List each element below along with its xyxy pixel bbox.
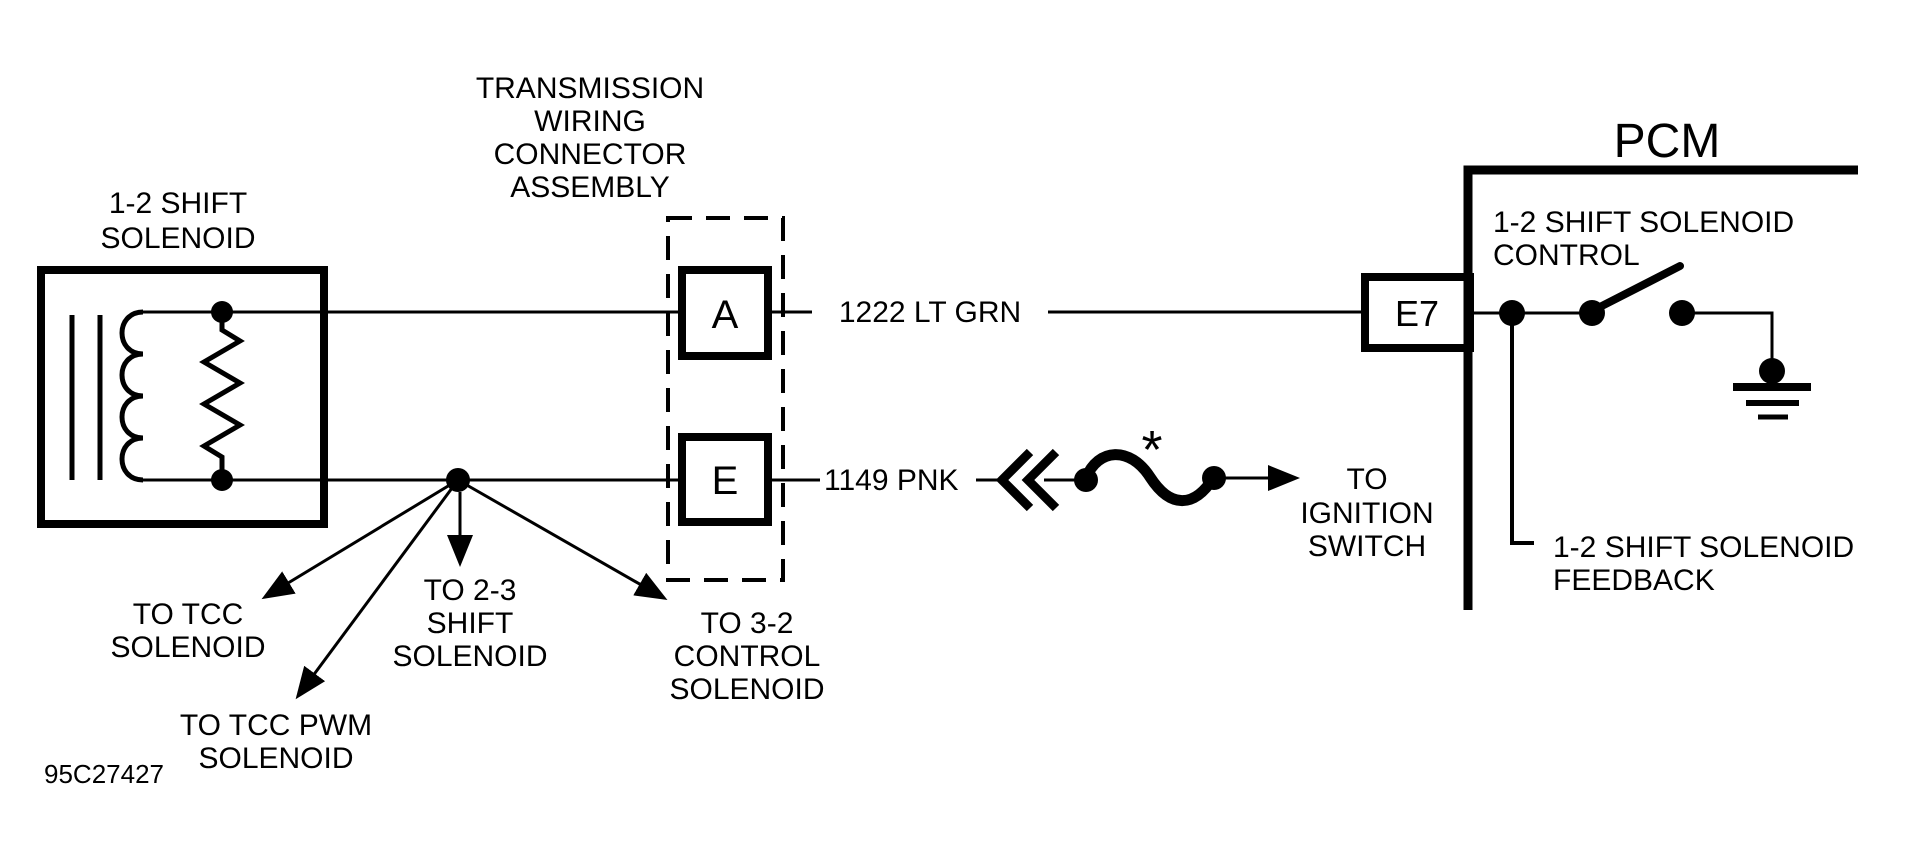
chevron-left-icon: [995, 448, 1034, 512]
solenoid-label-line1: 1-2 SHIFT: [109, 187, 247, 220]
terminal-a-label: A: [712, 293, 739, 337]
ignition-label-line2: IGNITION: [1300, 497, 1433, 530]
control32-label-line2: CONTROL: [674, 640, 821, 673]
solenoid-outline: [37, 266, 328, 528]
control32-label-line3: SOLENOID: [669, 673, 824, 706]
solenoid-label-line2: SOLENOID: [100, 222, 255, 255]
fusible-link-curve: [1080, 449, 1220, 507]
wire-break-chevron-icon: [995, 448, 1060, 512]
control-label-line1: 1-2 SHIFT SOLENOID: [1493, 206, 1794, 239]
switch-pivot-dot: [1579, 300, 1605, 326]
figure-number: 95C27427: [44, 759, 164, 789]
pcm-internal-wire: [1682, 311, 1774, 371]
solenoid-coil: [119, 309, 144, 483]
pcm-module: PCM E7 1-2 SHIFT SOLENOID CONTROL 1-2 SH…: [1361, 115, 1858, 610]
connector-label-line1: TRANSMISSION: [476, 72, 704, 105]
tcc-label-line1: TO TCC: [133, 598, 244, 631]
shift23-label-line3: SOLENOID: [392, 640, 547, 673]
connector-label-line3: CONNECTOR: [494, 138, 687, 171]
wire-1222-label: 1222 LT GRN: [839, 296, 1021, 329]
shift23-label-line1: TO 2-3: [424, 574, 517, 607]
switch-contact-dot: [1669, 300, 1695, 326]
feedback-wire: [1510, 313, 1534, 545]
splice-branches: TO TCC SOLENOID TO 2-3 SHIFT SOLENOID TO…: [110, 478, 825, 775]
transmission-connector-assembly: TRANSMISSION WIRING CONNECTOR ASSEMBLY A…: [476, 72, 785, 582]
shift23-label-line2: SHIFT: [427, 607, 514, 640]
solenoid-resistor: [199, 312, 245, 480]
connector-label-line4: ASSEMBLY: [510, 171, 670, 204]
connector-dashed-outline: [666, 216, 785, 582]
pcm-boundary: [1463, 165, 1858, 610]
ignition-label-line3: SWITCH: [1308, 530, 1426, 563]
tcc-pwm-label-line1: TO TCC PWM: [180, 709, 372, 742]
ignition-switch-label: TO IGNITION SWITCH: [1300, 463, 1433, 563]
pcm-pin-e7-label: E7: [1395, 293, 1439, 334]
feedback-label-line1: 1-2 SHIFT SOLENOID: [1553, 531, 1854, 564]
shift-solenoid-component: 1-2 SHIFT SOLENOID: [37, 187, 328, 528]
arrow-to-32-control-solenoid: [457, 478, 668, 600]
feedback-label-line2: FEEDBACK: [1553, 564, 1715, 597]
asterisk-note: *: [1141, 420, 1162, 480]
arrow-to-tcc-solenoid: [261, 478, 459, 600]
ground-icon: [1733, 383, 1811, 420]
wire-1149-label: 1149 PNK: [824, 464, 959, 497]
arrow-to-tcc-pwm-solenoid: [295, 479, 460, 700]
control32-label-line1: TO 3-2: [701, 607, 794, 640]
control-label-line2: CONTROL: [1493, 239, 1640, 272]
switch-blade: [1590, 262, 1684, 314]
pcm-title: PCM: [1614, 115, 1721, 168]
fusible-link: *: [1074, 420, 1226, 507]
tcc-label-line2: SOLENOID: [110, 631, 265, 664]
tcc-pwm-label-line2: SOLENOID: [198, 742, 353, 775]
ignition-label-line1: TO: [1346, 463, 1387, 496]
ground-dot: [1759, 358, 1785, 384]
terminal-e-label: E: [712, 459, 739, 503]
chevron-right-icon: [1021, 448, 1060, 512]
connector-label-line2: WIRING: [534, 105, 646, 138]
